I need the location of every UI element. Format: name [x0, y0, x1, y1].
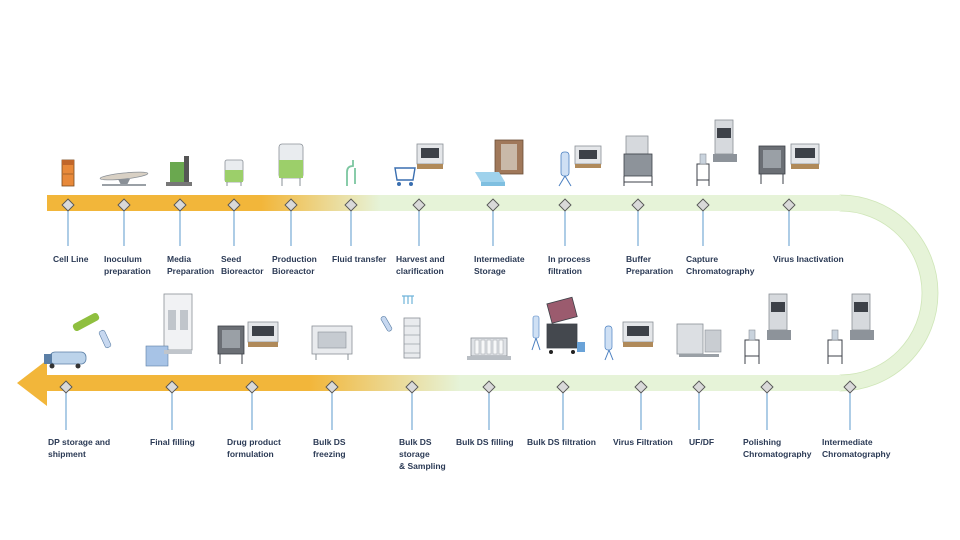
top-step-label: Production Bioreactor: [272, 254, 317, 276]
bottom-step-label: Bulk DS filtration: [527, 437, 596, 447]
bottom-step-marker: [482, 380, 496, 394]
freezer-icon: [311, 325, 353, 360]
top-step-label: Buffer Preparation: [626, 254, 674, 276]
intermediate-skid-icon: [827, 293, 874, 364]
top-step-marker: [344, 198, 358, 212]
process-band-top: [47, 195, 841, 211]
top-step-label: Fluid transfer: [332, 254, 387, 264]
top-step-label: Intermediate Storage: [474, 254, 525, 276]
bottom-step-label: Polishing Chromatography: [743, 437, 812, 459]
bottom-step-label: Bulk DS freezing: [313, 437, 346, 459]
top-step-marker: [173, 198, 187, 212]
filling-line-icon: [145, 293, 193, 367]
bottom-step-marker: [556, 380, 570, 394]
tubing-icon: [346, 160, 356, 186]
virus-filter-icon: [604, 321, 654, 361]
top-step-marker: [631, 198, 645, 212]
top-step-label: Cell Line: [53, 254, 89, 264]
filtration-cart-icon: [531, 296, 585, 354]
process-band-bottom: [47, 375, 841, 391]
top-step-label: Media Preparation: [167, 254, 215, 276]
storage-tote-icon: [475, 139, 524, 186]
bottom-step-label: Drug product formulation: [227, 437, 281, 459]
top-step-marker: [782, 198, 796, 212]
top-step-label: Harvest and clarification: [396, 254, 445, 276]
tanker-truck-icon: [44, 312, 112, 369]
bottom-step-label: Intermediate Chromatography: [822, 437, 891, 459]
bottom-step-label: Bulk DS filling: [456, 437, 514, 447]
bottom-step-label: DP storage and shipment: [48, 437, 111, 459]
bottom-step-marker: [59, 380, 73, 394]
top-step-marker: [227, 198, 241, 212]
top-step-label: Capture Chromatography: [686, 254, 755, 276]
buffer-skid-icon: [623, 135, 653, 186]
bottom-step-marker: [325, 380, 339, 394]
formulation-skid-icon: [217, 321, 279, 364]
bottom-step-marker: [692, 380, 706, 394]
bottom-step-label: Final filling: [150, 437, 195, 447]
top-step-marker: [696, 198, 710, 212]
top-step-marker: [284, 198, 298, 212]
production-bioreactor-icon: [278, 143, 304, 186]
top-step-marker: [486, 198, 500, 212]
filter-capsule-icon: [558, 145, 602, 187]
top-step-marker: [412, 198, 426, 212]
bottom-step-label: Bulk DS storage & Sampling: [399, 437, 446, 471]
filling-station-icon: [467, 337, 511, 360]
bottom-step-marker: [165, 380, 179, 394]
top-step-marker: [117, 198, 131, 212]
bottom-step-label: UF/DF: [689, 437, 715, 447]
ufdf-skid-icon: [676, 323, 722, 357]
top-step-marker: [61, 198, 75, 212]
bottom-step-marker: [405, 380, 419, 394]
chromatography-skid-icon: [696, 119, 737, 186]
polishing-skid-icon: [744, 293, 791, 364]
process-band-curve: [839, 194, 939, 392]
top-step-label: In process filtration: [548, 254, 591, 276]
bottom-step-marker: [843, 380, 857, 394]
bag-rack-icon: [380, 295, 421, 359]
tote-skid-icon: [758, 143, 820, 184]
shaker-icon: [99, 171, 149, 186]
top-step-marker: [558, 198, 572, 212]
vial-icon: [61, 159, 75, 187]
bottom-step-marker: [760, 380, 774, 394]
top-step-label: Seed Bioreactor: [221, 254, 264, 276]
bottom-step-marker: [245, 380, 259, 394]
seed-bioreactor-icon: [224, 159, 244, 186]
bottom-step-marker: [634, 380, 648, 394]
process-arrow-head: [17, 360, 47, 406]
bottom-step-label: Virus Filtration: [613, 437, 673, 447]
mixer-icon: [166, 156, 192, 186]
cart-system-icon: [394, 143, 444, 186]
top-step-label: Inoculum preparation: [104, 254, 151, 276]
top-step-label: Virus Inactivation: [773, 254, 844, 264]
